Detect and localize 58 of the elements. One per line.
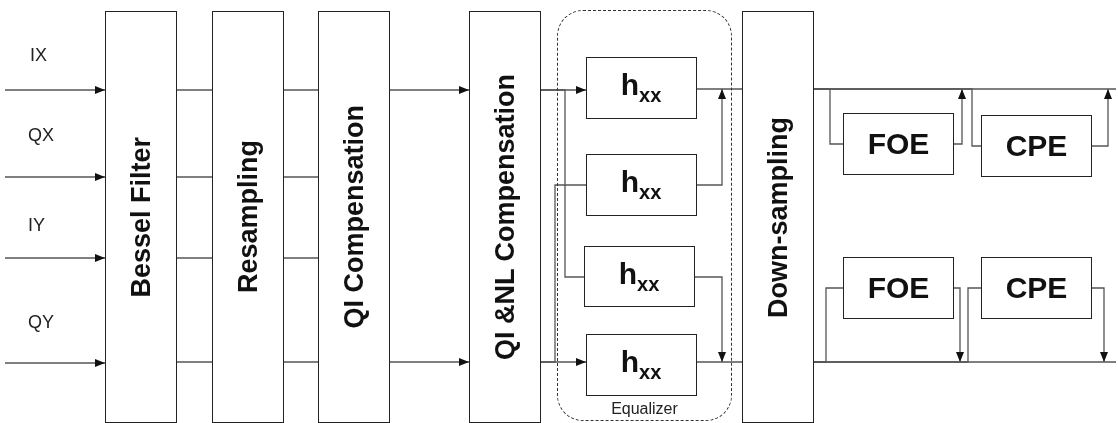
connector-line [813, 88, 1117, 90]
connector-line [176, 361, 213, 363]
signal-label: QY [28, 312, 54, 333]
arrow [1091, 287, 1108, 363]
block-label: h$_{xx}$ [620, 68, 662, 107]
arrow [694, 276, 726, 363]
connector-line [176, 89, 213, 91]
block-label: h$_{xx}$ [620, 345, 662, 384]
connector-line [283, 257, 319, 259]
signal-label: QX [28, 125, 54, 146]
processing-block [742, 11, 814, 423]
group-label: Equalizer [611, 400, 678, 418]
estimator-block [843, 113, 954, 175]
arrow [4, 359, 106, 367]
processing-block [318, 11, 390, 423]
block-label: CPE [1005, 129, 1068, 163]
connector-line [283, 176, 319, 178]
block-label: h$_{xx}$ [620, 165, 662, 204]
connector-line [176, 257, 213, 259]
dashed-group-frame [557, 10, 732, 421]
estimator-block [981, 257, 1092, 319]
block-label: Down-sampling [762, 116, 794, 318]
arrow [540, 358, 587, 366]
arrow [389, 358, 470, 366]
processing-block [212, 11, 284, 423]
block-label: h$_{xx}$ [618, 256, 660, 296]
arrow [953, 287, 964, 363]
signal-label: IY [28, 215, 45, 236]
block-label: Bessel Filter [125, 136, 157, 298]
arrow [4, 254, 106, 262]
arrow [696, 88, 726, 186]
connector-line [540, 89, 585, 278]
block-label: FOE [867, 271, 930, 305]
processing-block [105, 11, 177, 423]
connector-line [283, 361, 319, 363]
arrow [953, 88, 966, 145]
connector-line [696, 88, 743, 90]
estimator-block [843, 257, 954, 319]
arrow [4, 173, 106, 181]
processing-block [469, 11, 541, 423]
connector-line [283, 89, 319, 91]
block-label: QI Compensation [338, 105, 370, 329]
filter-block [583, 245, 695, 307]
filter-block [585, 56, 697, 119]
arrow [389, 86, 470, 94]
estimator-block [981, 115, 1092, 177]
arrow [4, 86, 106, 94]
connector-line [696, 361, 743, 363]
connector-line [176, 176, 213, 178]
filter-block [585, 333, 697, 396]
filter-block [585, 153, 697, 216]
block-label: CPE [1005, 271, 1068, 305]
signal-label: IX [30, 45, 47, 66]
arrow [1091, 88, 1112, 147]
block-label: QI &NL Compensation [489, 74, 521, 360]
block-label: Resampling [232, 140, 264, 294]
block-label: FOE [867, 127, 930, 161]
connector-line [813, 361, 1117, 363]
